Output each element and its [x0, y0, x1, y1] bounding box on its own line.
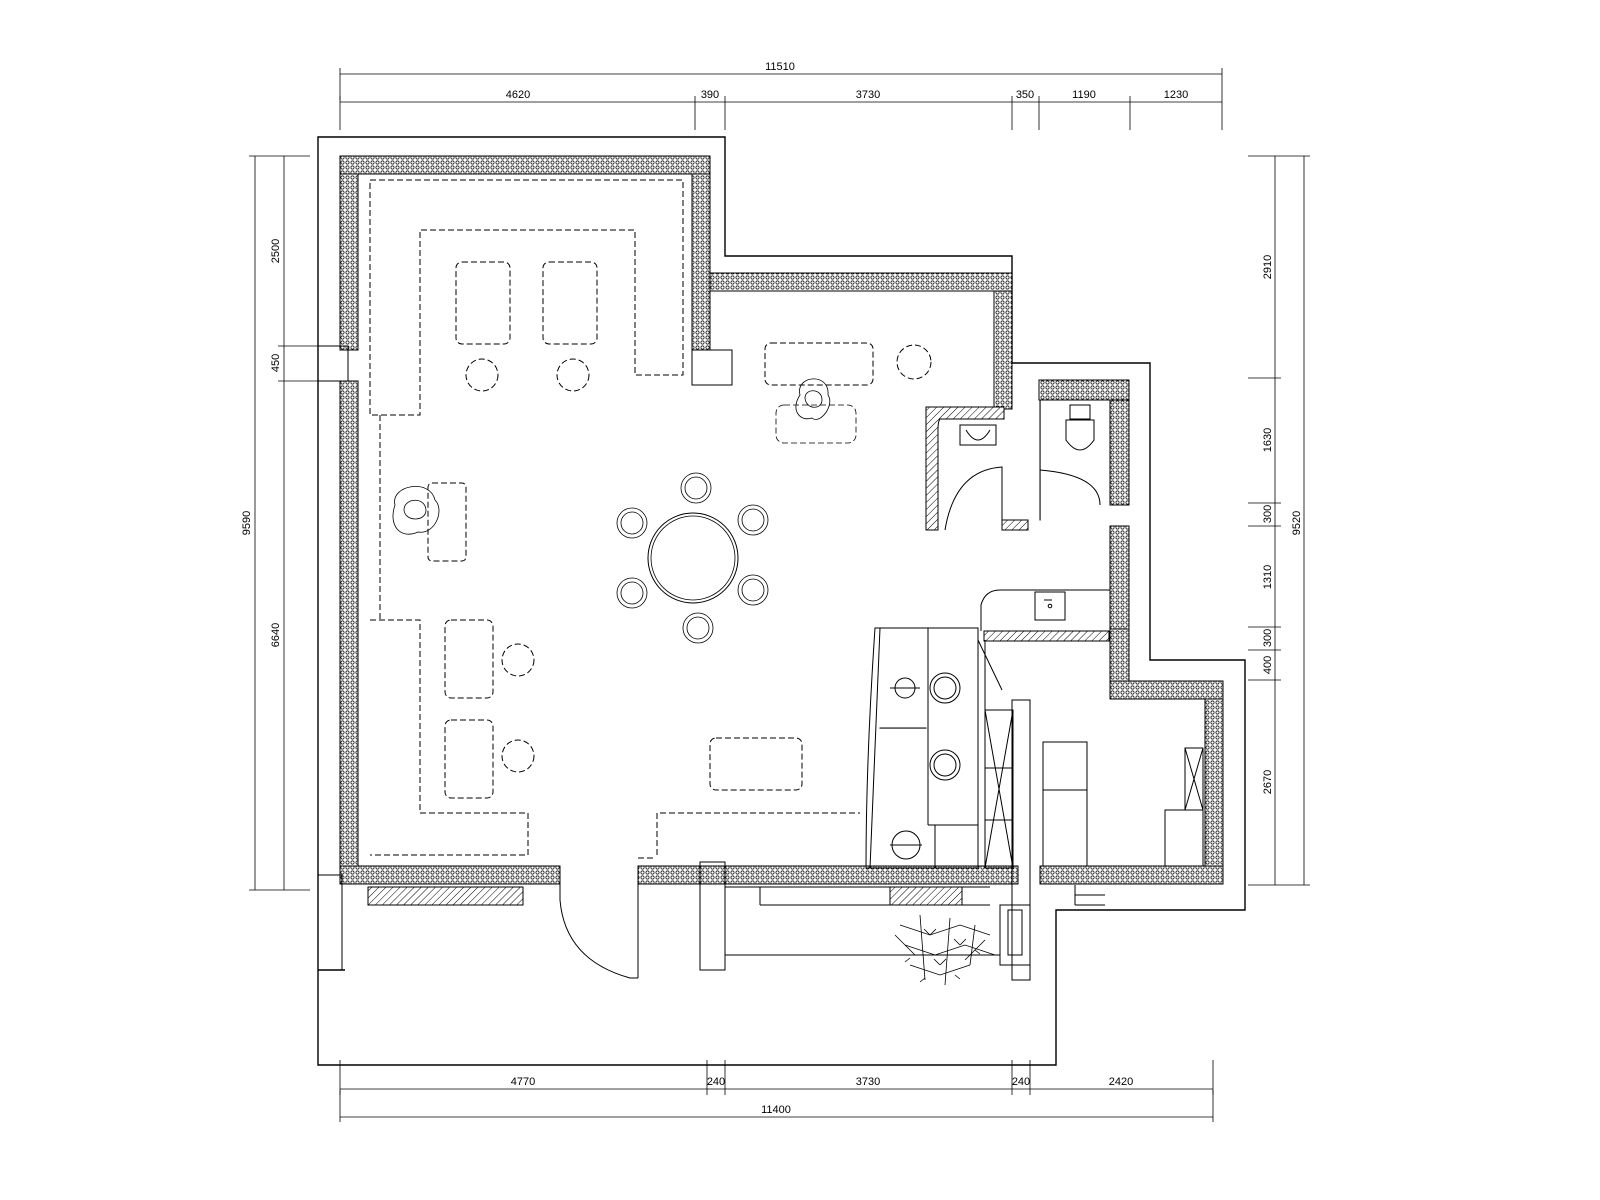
dim-right-7: 2670: [1262, 770, 1274, 794]
dim-top-4: 350: [1016, 89, 1034, 101]
dim-right-4: 1310: [1262, 565, 1274, 589]
dimension-labels: 11510 4620 390 3730 350 1190 1230 4770 2…: [241, 61, 1303, 1116]
built-in-counters: [369, 179, 860, 859]
entrance-door: [559, 899, 638, 979]
dim-bottom-2: 240: [707, 1076, 725, 1088]
columns: [317, 345, 1031, 981]
dim-top-overall: 11510: [765, 61, 795, 73]
dim-top-3: 3730: [856, 89, 880, 101]
dim-right-overall: 9520: [1291, 511, 1303, 535]
dim-right-1: 2910: [1262, 255, 1274, 279]
dim-top-2: 390: [701, 89, 719, 101]
round-dining-table: [616, 472, 769, 644]
dim-bottom-3: 3730: [856, 1076, 880, 1088]
dim-top-5: 1190: [1072, 89, 1096, 101]
dim-bottom-5: 2420: [1109, 1076, 1133, 1088]
dim-left-1: 2500: [270, 239, 282, 263]
dimension-lines: [249, 68, 1310, 1122]
dim-top-6: 1230: [1164, 89, 1188, 101]
decor-objects: [392, 378, 857, 535]
dim-right-6: 400: [1262, 656, 1274, 674]
walls: [339, 155, 1224, 885]
tables: [427, 261, 874, 799]
dim-right-3: 300: [1262, 505, 1274, 523]
kitchen-counters: [865, 589, 1110, 869]
dim-bottom-overall: 11400: [761, 1104, 791, 1116]
dim-bottom-1: 4770: [511, 1076, 535, 1088]
facade-lines: [559, 884, 1105, 978]
bathroom-fixtures: [944, 399, 1101, 531]
dim-left-3: 6640: [270, 623, 282, 647]
dim-right-2: 1630: [1262, 428, 1274, 452]
room-fixtures: [1042, 741, 1204, 867]
dim-right-5: 300: [1262, 629, 1274, 647]
window-sills: [367, 406, 1110, 906]
outer-boundary: [317, 136, 1246, 1066]
dim-top-1: 4620: [506, 89, 530, 101]
stools: [465, 344, 932, 773]
dim-bottom-4: 240: [1012, 1076, 1030, 1088]
shrub-planting: [894, 914, 996, 986]
dim-left-2: 450: [270, 354, 282, 372]
dim-left-overall: 9590: [241, 511, 253, 535]
